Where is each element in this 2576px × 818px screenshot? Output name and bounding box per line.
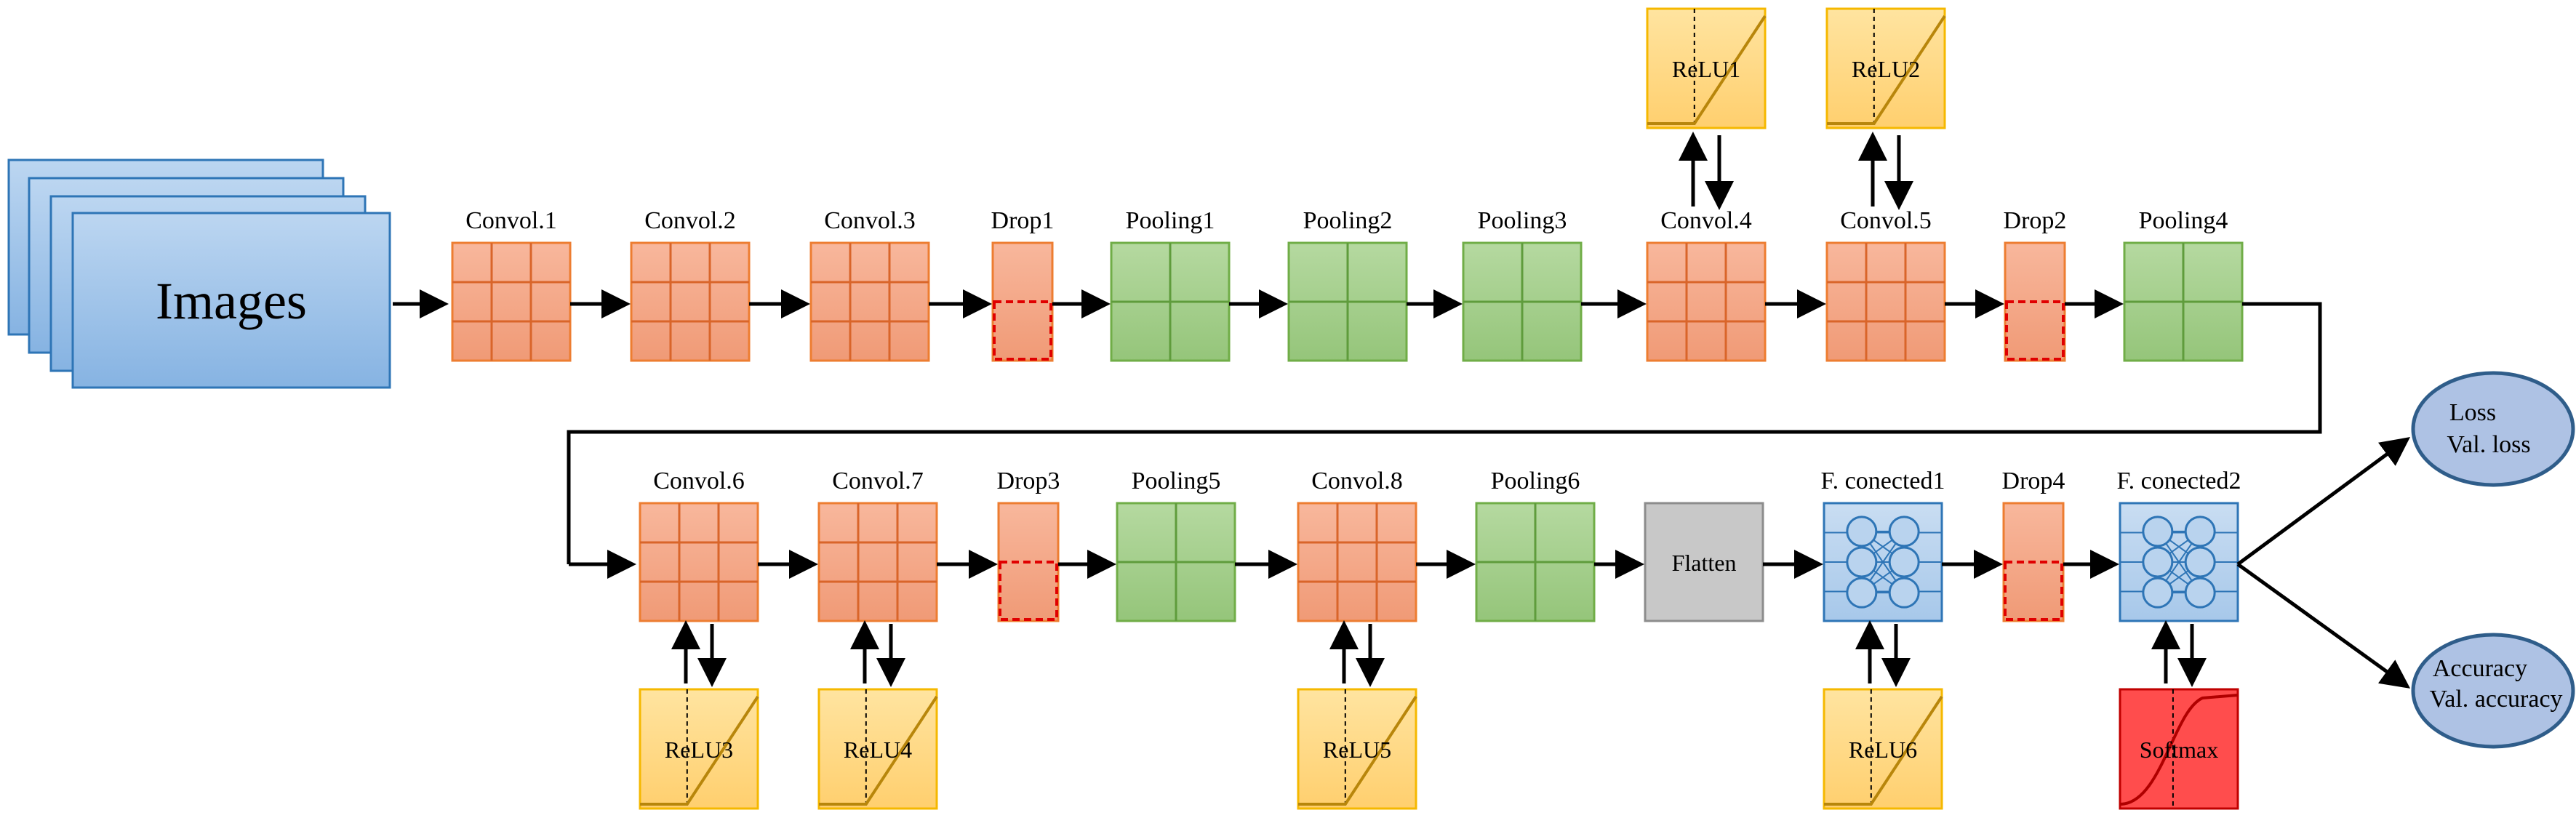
relu5-block: ReLU5 <box>1297 688 1417 810</box>
pooling5-layer: Pooling5 <box>1116 468 1236 622</box>
convol-6-layer: Convol.6 <box>639 468 759 622</box>
accuracy-label: Accuracy <box>2433 655 2527 682</box>
convol-2-label: Convol.2 <box>644 207 736 234</box>
images-stack: Images <box>7 159 391 389</box>
relu2-block: ReLU2 <box>1825 7 1946 129</box>
drop1-label: Drop1 <box>991 207 1055 234</box>
convol-3-label: Convol.3 <box>824 207 916 234</box>
pooling4-layer: Pooling4 <box>2123 207 2244 362</box>
relu3-label: ReLU3 <box>665 737 733 763</box>
convol-6-label: Convol.6 <box>653 468 745 494</box>
convol-8-label: Convol.8 <box>1311 468 1403 494</box>
pooling3-layer: Pooling3 <box>1462 207 1583 362</box>
convol-4-layer: Convol.4 <box>1646 207 1767 362</box>
drop4-layer: Drop4 <box>2002 468 2065 622</box>
val-loss-label: Val. loss <box>2447 431 2530 458</box>
relu1-label: ReLU1 <box>1672 56 1740 82</box>
convol-1-layer: Convol.1 <box>451 207 572 362</box>
pooling6-label: Pooling6 <box>1491 468 1580 494</box>
convol-5-layer: Convol.5 <box>1825 207 1946 362</box>
f-conected2-layer: F. conected2 <box>2117 468 2241 622</box>
val-accuracy-label: Val. accuracy <box>2429 686 2562 713</box>
softmax-block: Softmax <box>2119 688 2239 810</box>
convol-3-layer: Convol.3 <box>809 207 930 362</box>
pooling2-label: Pooling2 <box>1303 207 1393 234</box>
row-connector-line <box>567 302 2322 564</box>
convol-7-layer: Convol.7 <box>817 468 938 622</box>
drop4-label: Drop4 <box>2002 468 2065 494</box>
relu5-label: ReLU5 <box>1323 737 1391 763</box>
flatten-text: Flatten <box>1672 550 1737 576</box>
pooling2-layer: Pooling2 <box>1287 207 1408 362</box>
f-conected1-layer: F. conected1 <box>1821 468 1945 622</box>
pooling1-label: Pooling1 <box>1126 207 1215 234</box>
drop2-label: Drop2 <box>2004 207 2067 234</box>
relu1-block: ReLU1 <box>1646 7 1767 129</box>
relu4-label: ReLU4 <box>844 737 912 763</box>
convol-4-label: Convol.4 <box>1660 207 1752 234</box>
pooling3-label: Pooling3 <box>1478 207 1567 234</box>
convol-5-label: Convol.5 <box>1840 207 1932 234</box>
drop3-layer: Drop3 <box>997 468 1060 622</box>
output-loss: Loss Val. loss <box>2411 371 2575 487</box>
output-accuracy: Accuracy Val. accuracy <box>2411 633 2575 749</box>
f-conected1-label: F. conected1 <box>1821 468 1945 494</box>
pooling4-label: Pooling4 <box>2139 207 2228 234</box>
pooling5-label: Pooling5 <box>1132 468 1221 494</box>
arrow-to-loss <box>2236 437 2411 566</box>
pooling1-layer: Pooling1 <box>1110 207 1231 362</box>
convol-2-layer: Convol.2 <box>630 207 751 362</box>
relu6-block: ReLU6 <box>1823 688 1943 810</box>
relu4-block: ReLU4 <box>817 688 938 810</box>
pooling6-layer: Pooling6 <box>1475 468 1596 622</box>
drop3-label: Drop3 <box>997 468 1060 494</box>
convol-1-label: Convol.1 <box>465 207 557 234</box>
relu2-label: ReLU2 <box>1852 56 1920 82</box>
convol-8-layer: Convol.8 <box>1297 468 1417 622</box>
flatten-layer: Flatten <box>1644 502 1764 622</box>
images-label: Images <box>156 272 307 330</box>
drop1-layer: Drop1 <box>991 207 1055 362</box>
f-conected2-label: F. conected2 <box>2117 468 2241 494</box>
relu3-block: ReLU3 <box>639 688 759 810</box>
relu6-label: ReLU6 <box>1849 737 1917 763</box>
convol-7-label: Convol.7 <box>832 468 924 494</box>
softmax-label: Softmax <box>2140 737 2218 763</box>
arrow-to-accuracy <box>2236 562 2411 689</box>
drop2-layer: Drop2 <box>2004 207 2067 362</box>
loss-label: Loss <box>2449 399 2496 426</box>
